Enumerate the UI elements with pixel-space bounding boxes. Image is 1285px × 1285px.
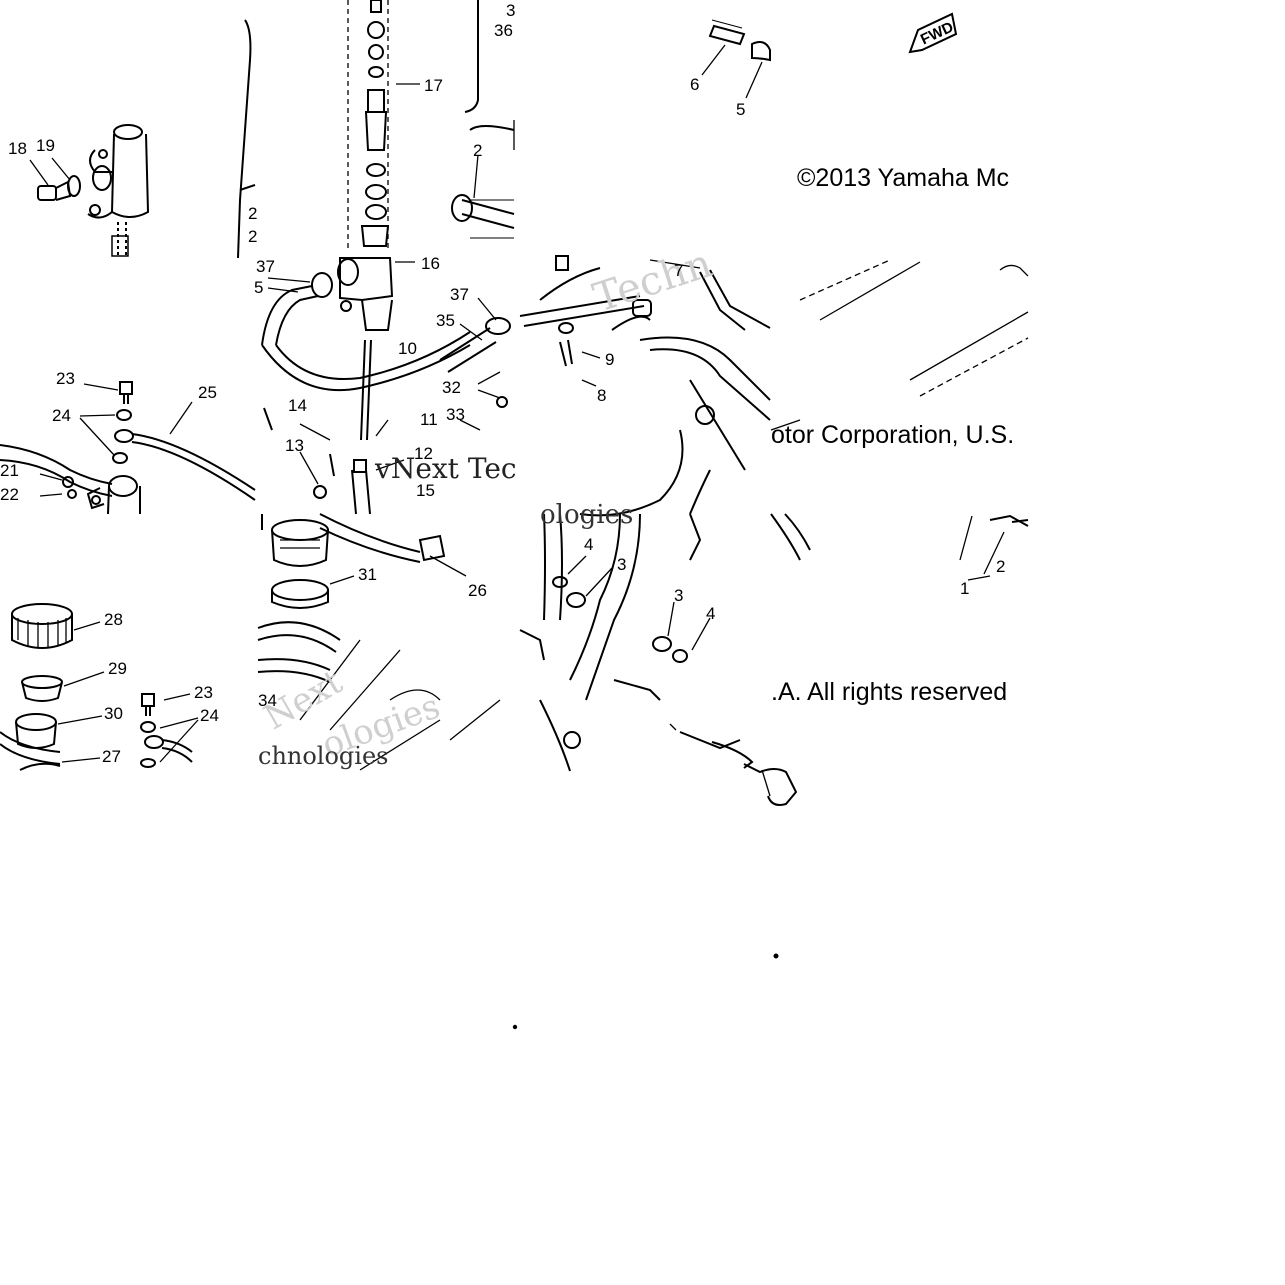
- callout-36: 36: [494, 21, 513, 40]
- callout-2-edge-b: 2: [248, 227, 258, 246]
- callout-13: 13: [285, 436, 304, 455]
- callout-1: 1: [960, 579, 970, 598]
- pin-bottom: [711, 741, 798, 806]
- callout-5: 5: [736, 100, 746, 119]
- callout-27: 27: [102, 747, 121, 766]
- callout-10: 10: [398, 339, 417, 358]
- callout-6: 6: [690, 75, 700, 94]
- callout-30: 30: [104, 704, 123, 723]
- bearing-parts: [0, 603, 199, 771]
- callout-2-edge-a: 2: [248, 204, 258, 223]
- callout-29: 29: [108, 659, 127, 678]
- callout-17: 17: [424, 76, 443, 95]
- callout-16: 16: [421, 254, 440, 273]
- callout-15: 15: [416, 481, 435, 500]
- callout-24-upper: 24: [52, 406, 71, 425]
- frame-upper: [519, 255, 771, 517]
- callout-4-upper: 4: [584, 535, 594, 554]
- frame-lower: [519, 513, 741, 772]
- callout-7: 7: [674, 261, 684, 280]
- callout-19: 19: [36, 136, 55, 155]
- brake-hose-left: [0, 381, 256, 515]
- master-cylinder-top: [29, 19, 256, 259]
- callout-14: 14: [288, 396, 307, 415]
- callout-18: 18: [8, 139, 27, 158]
- callout-4-lower: 4: [706, 604, 716, 623]
- copyright-line-1: ©2013 Yamaha Mc: [797, 164, 1010, 192]
- callout-3-lower: 3: [674, 586, 684, 605]
- callout-24-lower: 24: [200, 706, 219, 725]
- footrest-top: [513, 19, 771, 150]
- copyright-line-3: .A. All rights reserved: [771, 678, 1008, 706]
- callout-31: 31: [358, 565, 377, 584]
- footrest-lower: [770, 513, 1029, 581]
- copyright-line-2: otor Corporation, U.S.: [771, 421, 1015, 449]
- callout-26: 26: [468, 581, 487, 600]
- watermark-6: chnologies: [258, 742, 389, 770]
- watermark-2: vNext Tec: [375, 452, 517, 485]
- callout-23-lower: 23: [194, 683, 213, 702]
- callout-37-left: 37: [256, 257, 275, 276]
- callout-23-upper: 23: [56, 369, 75, 388]
- fwd-tag-shape: [908, 12, 958, 54]
- callout-34: 34: [258, 691, 277, 710]
- callout-33: 33: [446, 405, 465, 424]
- callout-12: 12: [414, 444, 433, 463]
- callout-22: 22: [0, 485, 19, 504]
- callout-21: 21: [0, 461, 19, 480]
- callout-2-right: 2: [996, 557, 1006, 576]
- callout-3-upper: 3: [617, 555, 627, 574]
- plunger-assembly: [347, 0, 515, 250]
- reservoir-block: [261, 257, 511, 515]
- callout-25: 25: [198, 383, 217, 402]
- callout-2-upper: 2: [473, 141, 483, 160]
- callout-35: 35: [436, 311, 455, 330]
- callout-9: 9: [605, 350, 615, 369]
- callout-11: 11: [420, 410, 438, 429]
- frame-diagonal-lines: [770, 259, 1029, 431]
- callout-5-left: 5: [254, 278, 264, 297]
- callout-3-top: 3: [506, 1, 516, 20]
- reservoir-cap: [257, 513, 501, 771]
- callout-37-right: 37: [450, 285, 469, 304]
- callout-8: 8: [597, 386, 607, 405]
- callout-32: 32: [442, 378, 461, 397]
- callout-28: 28: [104, 610, 123, 629]
- watermark-3: ologies: [540, 500, 634, 530]
